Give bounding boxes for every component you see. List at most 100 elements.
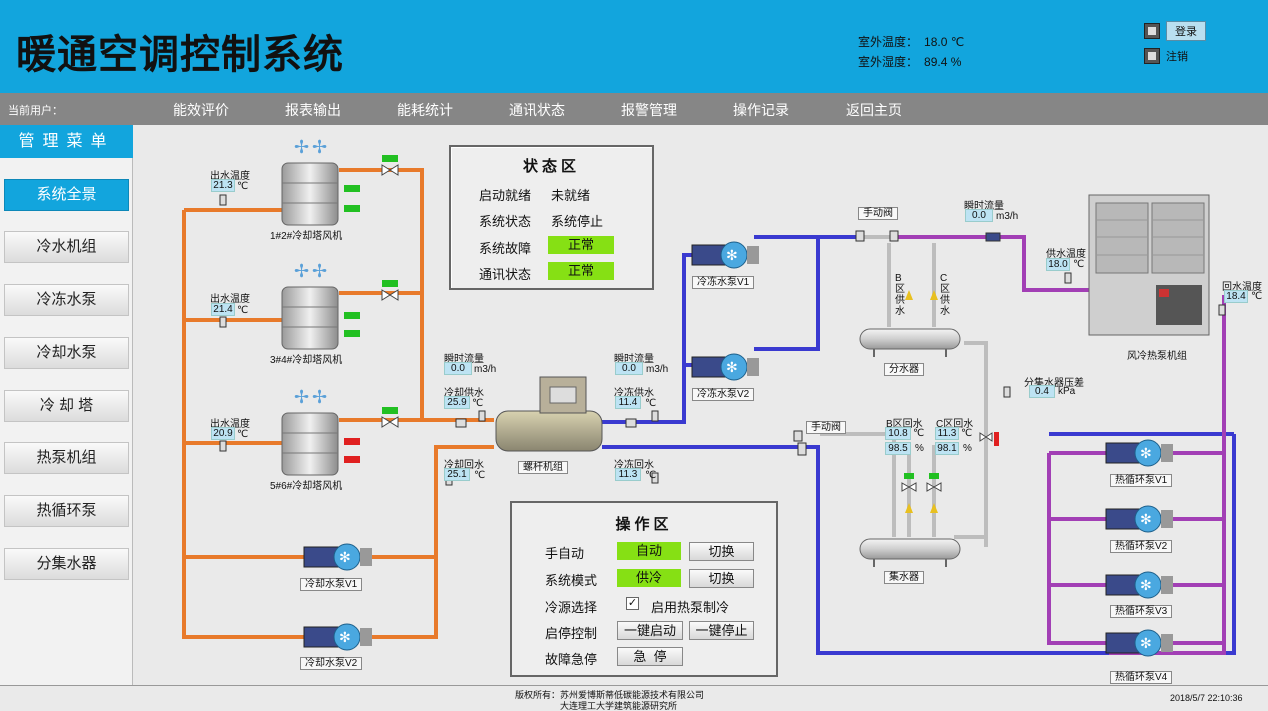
chw-return-label: 冷冻回水 — [614, 460, 654, 471]
comm-status-badge: 正常 — [548, 262, 614, 280]
nav-energy-stats[interactable]: 能耗统计 — [397, 102, 453, 118]
cw-supply-label: 冷却供水 — [444, 388, 484, 399]
tower1-outlet-unit: ℃ — [237, 181, 249, 192]
sensors — [219, 194, 1226, 486]
manual-valve2-label: 手动阀 — [806, 421, 846, 434]
manual-auto-label: 手自动 — [545, 546, 585, 561]
pipe-diagram: ✢✢ ✢✢ ✢✢ ✻ ✻ — [182, 137, 1236, 657]
copyright-line-2: 大连理工大学建筑能源研究所 — [560, 701, 678, 711]
login-button[interactable]: 登录 — [1144, 21, 1206, 41]
menu-overview[interactable]: 系统全景 — [4, 179, 129, 211]
supply-header — [859, 328, 961, 357]
svg-text:✢: ✢ — [294, 387, 309, 407]
system-mode-label: 系统模式 — [545, 573, 598, 588]
chilled-pump-2-label: 冷冻水泵V2 — [692, 388, 755, 401]
chilled-pump-1: ✻ — [691, 241, 759, 269]
system-status-value: 系统停止 — [551, 214, 604, 229]
b-zone-return-label: B区回水 — [886, 419, 923, 430]
svg-text:✢: ✢ — [294, 261, 309, 281]
chilled-pump-2: ✻ — [691, 353, 759, 381]
menu-cooling-pumps[interactable]: 冷却水泵 — [4, 337, 129, 369]
heat-pump-cooling-checkbox[interactable]: ✓ — [626, 597, 639, 610]
one-click-start-button[interactable]: 一键启动 — [617, 621, 683, 640]
system-overview-diagram: ✢✢ ✢✢ ✢✢ ✻ ✻ — [134, 125, 1268, 685]
c-zone-return-hum: 98.1 — [935, 442, 959, 455]
logout-icon — [1144, 48, 1160, 64]
outdoor-temp-label: 室外温度： — [858, 35, 919, 49]
hp-return-value: 18.4 — [1224, 290, 1248, 303]
nav-home[interactable]: 返回主页 — [846, 102, 902, 118]
outdoor-humidity-value: 89.4 % — [924, 55, 962, 69]
nav-efficiency[interactable]: 能效评价 — [173, 102, 229, 118]
system-mode-switch-button[interactable]: 切换 — [689, 569, 754, 588]
heat-circ-pump-1-label: 热循环泵V1 — [1110, 474, 1173, 487]
chiller-name: 螺杆机组 — [518, 461, 568, 474]
svg-text:✢: ✢ — [312, 261, 327, 281]
chw-supply-label: 冷冻供水 — [614, 388, 654, 399]
chilled-pump-1-label: 冷冻水泵V1 — [692, 276, 755, 289]
manifold-flow-unit: m3/h — [996, 211, 1019, 222]
tower1-outlet-value: 21.3 — [211, 179, 235, 192]
one-click-stop-button[interactable]: 一键停止 — [689, 621, 754, 640]
svg-text:✻: ✻ — [1140, 577, 1152, 593]
manifold-flow-label: 瞬时流量 — [964, 201, 1004, 212]
nav-operation-log[interactable]: 操作记录 — [733, 102, 789, 118]
hp-supply-unit: ℃ — [1073, 259, 1085, 270]
outdoor-humidity-label: 室外湿度： — [858, 55, 919, 69]
menu-heat-pump[interactable]: 热泵机组 — [4, 442, 129, 474]
comm-status-label: 通讯状态 — [479, 267, 532, 282]
nav-alarm[interactable]: 报警管理 — [621, 102, 677, 118]
menu-cooling-towers[interactable]: 冷 却 塔 — [4, 390, 129, 422]
manifold-flow-value: 0.0 — [965, 209, 993, 222]
c-zone-return-temp-unit: ℃ — [961, 428, 973, 439]
return-header-label: 集水器 — [884, 571, 924, 584]
supply-header-label: 分水器 — [884, 363, 924, 376]
menu-title: 管理菜单 — [0, 125, 133, 158]
chw-flow-unit: m3/h — [646, 364, 669, 375]
operation-panel-title: 操作区 — [615, 516, 673, 533]
cooling-pump-2: ✻ — [303, 623, 372, 651]
manual-auto-switch-button[interactable]: 切换 — [689, 542, 754, 561]
cw-return-value: 25.1 — [444, 468, 470, 481]
svg-text:✻: ✻ — [339, 629, 351, 645]
hp-supply-label: 供水温度 — [1046, 249, 1086, 260]
hp-return-unit: ℃ — [1251, 291, 1263, 302]
tower2-outlet-label: 出水温度 — [210, 294, 250, 305]
nav-report[interactable]: 报表输出 — [285, 102, 341, 118]
tower1-name: 1#2#冷却塔风机 — [270, 231, 343, 242]
chw-return-unit: ℃ — [645, 470, 657, 481]
cooling-pump-1-label: 冷却水泵V1 — [300, 578, 363, 591]
app-title: 暖通空调控制系统 — [16, 32, 344, 78]
svg-text:✻: ✻ — [1140, 635, 1152, 651]
chw-supply-value: 11.4 — [615, 396, 641, 409]
chw-flow-label: 瞬时流量 — [614, 354, 654, 365]
hp-return-label: 回水温度 — [1222, 282, 1262, 293]
cw-flow-label: 瞬时流量 — [444, 354, 484, 365]
menu-heat-circ-pumps[interactable]: 热循环泵 — [4, 495, 129, 527]
emergency-stop-button[interactable]: 急 停 — [617, 647, 683, 666]
system-mode-value: 供冷 — [617, 569, 681, 587]
cw-supply-value: 25.9 — [444, 396, 470, 409]
b-zone-return-temp: 10.8 — [885, 427, 911, 440]
b-zone-return-hum-unit: % — [915, 443, 924, 454]
login-icon — [1144, 23, 1160, 39]
tower3-outlet-unit: ℃ — [237, 429, 249, 440]
heat-circ-pump-4: ✻ — [1105, 629, 1173, 657]
pressure-diff-value: 0.4 — [1029, 385, 1055, 398]
menu-chilled-pumps[interactable]: 冷冻水泵 — [4, 284, 129, 316]
system-fault-badge: 正常 — [548, 236, 614, 254]
datetime: 2018/5/7 22:10:36 — [1170, 693, 1243, 703]
current-user-label: 当前用户： — [8, 105, 63, 117]
system-fault-label: 系统故障 — [479, 241, 532, 256]
cw-return-unit: ℃ — [474, 470, 486, 481]
menu-chillers[interactable]: 冷水机组 — [4, 231, 129, 263]
manual-auto-value: 自动 — [617, 542, 681, 560]
ready-value: 未就绪 — [551, 188, 591, 203]
ready-label: 启动就绪 — [479, 188, 532, 203]
status-panel-title: 状态区 — [522, 158, 580, 175]
logout-button[interactable]: 注销 — [1144, 48, 1188, 64]
menu-manifold[interactable]: 分集水器 — [4, 548, 129, 580]
nav-comm-status[interactable]: 通讯状态 — [509, 102, 565, 118]
login-label: 登录 — [1166, 21, 1206, 41]
tower1-outlet-label: 出水温度 — [210, 171, 250, 182]
